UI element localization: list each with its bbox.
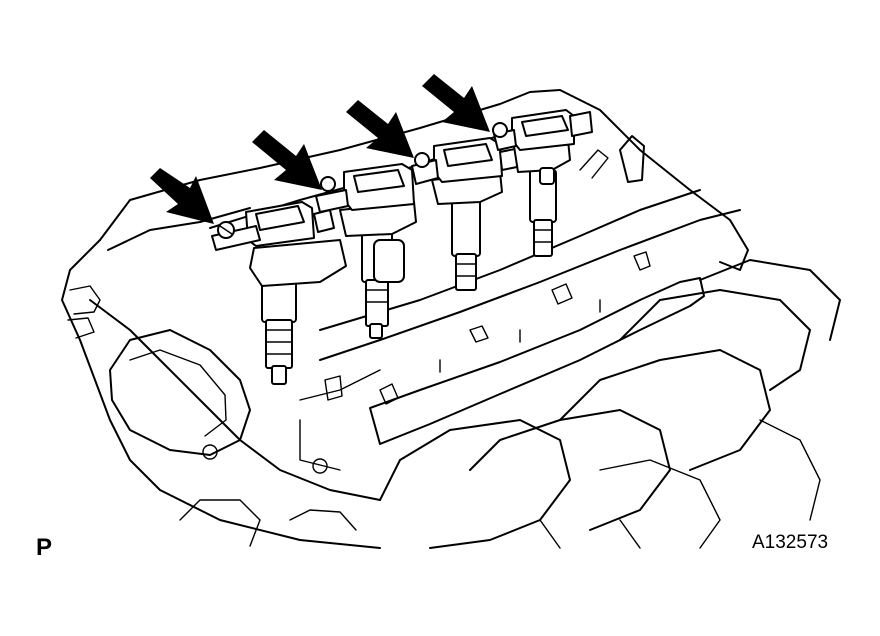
arrow-3 [346, 100, 414, 158]
ignition-coil-3 [411, 137, 523, 291]
coil-1-bolt [217, 221, 235, 239]
arrow-2 [252, 130, 322, 190]
intake-manifold [179, 259, 841, 549]
ignition-coil-2 [315, 163, 417, 339]
figure-id-label: A132573 [752, 532, 829, 553]
arrow-1 [150, 168, 214, 224]
arrow-4 [422, 74, 490, 132]
ignition-coil-4 [493, 109, 593, 257]
coil-2-bolt [320, 176, 336, 192]
ignition-coil-1 [211, 201, 347, 385]
coil-4-bolt [492, 122, 508, 138]
coil-3-bolt [414, 152, 430, 168]
cylinder-head-cover [61, 89, 749, 549]
fuel-rail [369, 135, 705, 445]
view-code-label: P [36, 534, 53, 561]
